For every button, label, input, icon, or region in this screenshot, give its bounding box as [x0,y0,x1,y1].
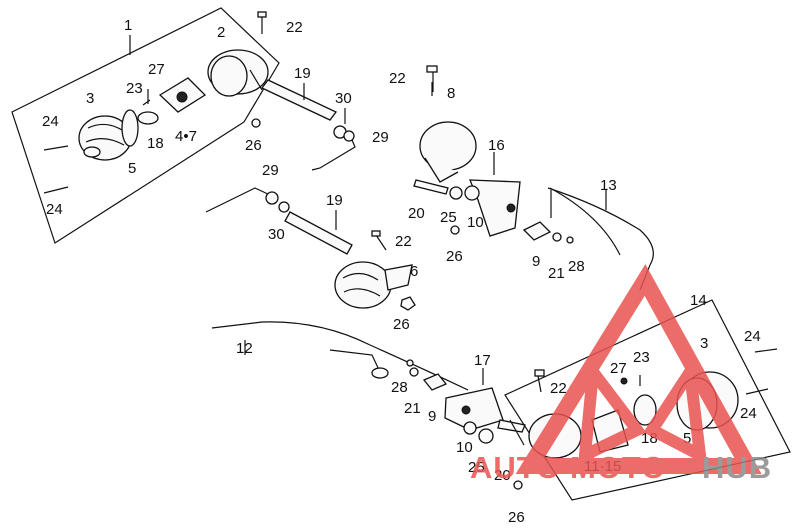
part-labels: 1 2 3 5 18 23 27 4•7 24 24 22 26 19 30 2… [42,17,761,526]
label-27-b: 27 [610,360,627,377]
mount-stay-upper [261,79,356,171]
watermark-text-auto: AUTO [470,450,561,485]
label-19-b: 19 [326,192,343,209]
label-30-b: 30 [268,226,285,243]
label-1: 1 [124,17,132,34]
front-right-signal-group [413,65,654,291]
label-24-c: 24 [744,328,761,345]
label-24-b: 24 [46,201,63,218]
label-28-a: 28 [568,258,585,275]
label-8: 8 [447,85,455,102]
label-22-a: 22 [286,19,303,36]
label-4-7: 4•7 [175,128,197,145]
label-27: 27 [148,61,165,78]
label-10-b: 10 [456,439,473,456]
label-28-b: 28 [391,379,408,396]
label-10-a: 10 [467,214,484,231]
rear-left-signal-group [205,187,416,311]
label-6: 6 [410,263,418,280]
watermark-triangle-logo [515,264,762,474]
label-13: 13 [600,177,617,194]
label-22-d: 22 [550,380,567,397]
label-24-d: 24 [740,405,757,422]
label-12: 12 [236,340,253,357]
label-9-a: 9 [532,253,540,270]
label-25-b: 25 [468,459,485,476]
label-23-b: 23 [633,349,650,366]
label-26-b: 26 [446,248,463,265]
watermark: AUTO MOTO HUB [470,264,772,485]
label-17: 17 [474,352,491,369]
label-26-d: 26 [508,509,525,526]
label-2: 2 [217,24,225,41]
label-3-b: 3 [700,335,708,352]
label-21-a: 21 [548,265,565,282]
label-22-c: 22 [395,233,412,250]
label-18: 18 [147,135,164,152]
label-16: 16 [488,137,505,154]
label-22-b: 22 [389,70,406,87]
watermark-text-hub: HUB [702,450,772,485]
front-left-signal-group [11,7,280,244]
label-5-b: 5 [683,430,691,447]
label-20-b: 20 [494,467,511,484]
label-20-a: 20 [408,205,425,222]
label-9-b: 9 [428,408,436,425]
label-29-a: 29 [372,129,389,146]
label-24-a: 24 [42,113,59,130]
label-26-a: 26 [245,137,262,154]
label-19-a: 19 [294,65,311,82]
rear-right-bracket-group [211,321,526,490]
label-21-b: 21 [404,400,421,417]
label-26-c: 26 [393,316,410,333]
label-23: 23 [126,80,143,97]
label-3: 3 [86,90,94,107]
label-29-b: 29 [262,162,279,179]
label-5: 5 [128,160,136,177]
label-30-a: 30 [335,90,352,107]
label-25-a: 25 [440,209,457,226]
label-14: 14 [690,292,707,309]
watermark-text-moto: MOTO [570,450,666,485]
